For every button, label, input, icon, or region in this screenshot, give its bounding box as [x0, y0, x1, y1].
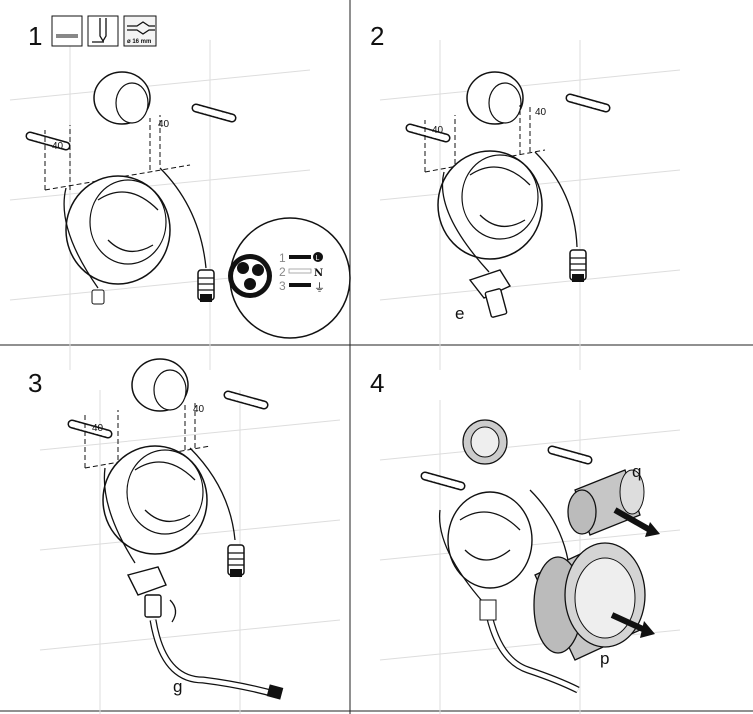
pencil-tool-icon [87, 15, 119, 47]
step-4-panel: 4 q p [370, 368, 681, 714]
callout-q: q [632, 462, 641, 481]
dimension-label: 40 [432, 125, 444, 136]
ruler-tool-icon [51, 15, 83, 47]
step-3-panel: 3 40 40 g [28, 358, 341, 714]
legend-pin-3: 3 ⏚ [279, 279, 325, 294]
drill-bit-icon: ø 16 mm [123, 15, 157, 47]
svg-text:2: 2 [279, 265, 286, 279]
cable-coupling [126, 566, 177, 623]
step-number: 1 [28, 21, 42, 51]
drill-size-label: ø 16 mm [127, 39, 151, 45]
step-number: 2 [370, 21, 384, 51]
cover-cap-removed [462, 419, 508, 465]
callout-g: g [173, 677, 182, 696]
svg-text:L: L [316, 255, 320, 262]
svg-text:1: 1 [279, 251, 286, 265]
dimension-label: 40 [535, 107, 547, 118]
sleeve-p [533, 542, 655, 661]
cable-coupling-e [468, 269, 512, 318]
dimension-label: 40 [193, 404, 205, 415]
dimension-label: 40 [158, 119, 170, 130]
step-2-panel: 2 40 40 e [370, 21, 681, 371]
connector-detail-callout: 1 L 2 N 3 ⏚ [228, 217, 351, 339]
wall-anchor-right [196, 108, 232, 118]
callout-p: p [600, 649, 609, 668]
step-1-panel: 1 ø 16 mm 40 40 1 [9, 15, 351, 371]
installation-housing [447, 491, 533, 589]
arrow-icon [610, 612, 647, 633]
callout-e: e [455, 304, 464, 323]
svg-text:N: N [314, 268, 323, 279]
step-number: 4 [370, 368, 384, 398]
legend-pin-1: 1 L [279, 251, 323, 265]
cable-end [91, 289, 105, 305]
installation-housing [65, 175, 171, 285]
svg-text:3: 3 [279, 279, 286, 293]
arrow-icon [613, 507, 652, 533]
legend-pin-2: 2 N [279, 265, 323, 279]
sleeve-q [567, 469, 660, 537]
dimension-label: 40 [92, 423, 104, 434]
svg-text:⏚: ⏚ [314, 281, 325, 294]
cable-plug [197, 269, 215, 303]
cover-cap [93, 71, 151, 125]
step-number: 3 [28, 368, 42, 398]
dimension-label: 40 [52, 141, 64, 152]
